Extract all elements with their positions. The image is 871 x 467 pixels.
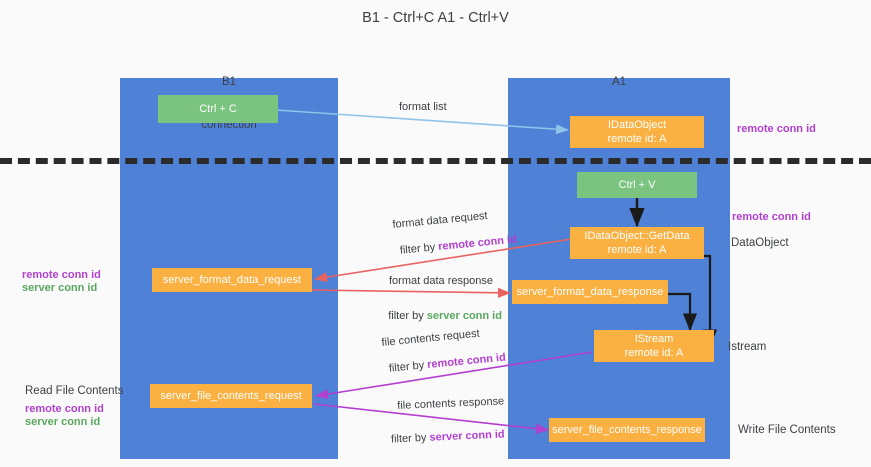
box-getdata[interactable]: IDataObject::GetData remote id: A <box>570 227 704 259</box>
annotation-left-bottom-remote-conn-id: remote conn id <box>25 403 104 415</box>
box-ctrl-c-label: Ctrl + C <box>199 102 237 115</box>
box-istream-line1: IStream <box>634 332 674 345</box>
filter-prefix-3: filter by <box>388 359 428 375</box>
box-server-format-data-request[interactable]: server_format_data_request <box>152 268 312 292</box>
edge-label-file-contents-response-filter: filter by server conn id <box>378 417 505 458</box>
box-istream[interactable]: IStream remote id: A <box>594 330 714 362</box>
box-server-file-contents-request[interactable]: server_file_contents_request <box>150 384 312 408</box>
box-server-file-contents-response-label: server_file_contents_response <box>552 423 702 436</box>
page-title: B1 - Ctrl+C A1 - Ctrl+V <box>362 10 509 26</box>
lane-a1-name: A1 <box>611 75 627 88</box>
filter-key-remote-conn-id-1: remote conn id <box>437 233 518 254</box>
box-server-file-contents-response[interactable]: server_file_contents_response <box>549 418 705 442</box>
filter-prefix-4: filter by <box>390 431 430 446</box>
box-server-file-contents-request-label: server_file_contents_request <box>160 389 302 402</box>
box-server-format-data-request-label: server_format_data_request <box>162 273 302 286</box>
filter-key-server-conn-id-1: server conn id <box>426 310 502 322</box>
box-getdata-line2: remote id: A <box>607 244 667 256</box>
edge-label-format-data-response-filter: filter by server conn id <box>376 298 502 334</box>
annotation-right-top-remote-conn-id: remote conn id <box>737 123 816 135</box>
section-divider <box>0 158 871 164</box>
box-idataobject-line2: remote id: A <box>607 133 667 145</box>
box-idataobject[interactable]: IDataObject remote id: A <box>570 116 704 148</box>
filter-key-remote-conn-id-2: remote conn id <box>426 351 507 372</box>
wire-format-data-response <box>311 287 511 298</box>
annotation-right-write-file-contents: Write File Contents <box>738 424 836 436</box>
filter-prefix-1: filter by <box>399 241 439 257</box>
edge-label-format-list: format list <box>399 101 447 113</box>
filter-prefix-2: filter by <box>388 310 427 322</box>
lane-b1-name: B1 <box>221 75 237 88</box>
box-ctrl-v[interactable]: Ctrl + V <box>577 172 697 198</box>
filter-key-server-conn-id-2: server conn id <box>429 428 505 444</box>
box-idataobject-line1: IDataObject <box>607 118 667 131</box>
annotation-right-mid-remote-conn-id: remote conn id <box>732 211 811 223</box>
box-ctrl-v-label: Ctrl + V <box>618 178 656 191</box>
box-istream-line2: remote id: A <box>624 347 684 359</box>
box-ctrl-c[interactable]: Ctrl + C <box>158 95 278 123</box>
annotation-left-read-file-contents: Read File Contents <box>25 385 124 397</box>
annotation-left-server-conn-id: server conn id <box>22 282 98 294</box>
box-server-format-data-response[interactable]: server_format_data_response <box>512 280 668 304</box>
annotation-left-remote-conn-id: remote conn id <box>22 269 101 281</box>
annotation-right-dataobject: DataObject <box>731 237 789 249</box>
box-getdata-line1: IDataObject::GetData <box>584 229 690 242</box>
edge-label-format-data-response: format data response <box>389 275 493 287</box>
annotation-left-bottom-server-conn-id: server conn id <box>25 416 101 428</box>
box-server-format-data-response-label: server_format_data_response <box>516 285 664 298</box>
annotation-right-istream: Istream <box>728 341 767 353</box>
edge-label-file-contents-response: file contents response <box>397 395 505 412</box>
